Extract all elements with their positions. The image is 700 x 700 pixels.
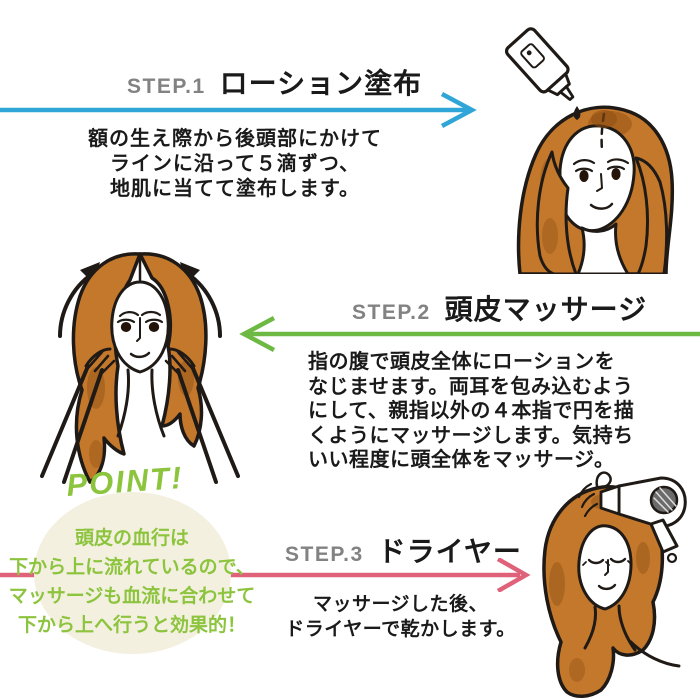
- face: [558, 124, 636, 233]
- point-text: 頭皮の血行は 下から上に流れているので、 マッサージも血流に合わせて 下から上へ…: [8, 524, 256, 640]
- face: [577, 524, 633, 611]
- step2-heading: STEP.2 頭皮マッサージ: [352, 288, 647, 328]
- step2-desc-line: 指の腹で頭皮全体にローションを: [308, 351, 616, 373]
- woman-with-hair-dryer-illustration: [542, 471, 687, 698]
- neck: [576, 222, 630, 274]
- air-lines: [577, 482, 599, 518]
- step2-label: STEP.2: [352, 301, 431, 324]
- step1-label: STEP.1: [127, 75, 206, 98]
- step1-desc-line: ラインに沿って５滴ずつ、: [109, 153, 361, 175]
- lotion-drop: [573, 106, 581, 120]
- point-line: マッサージも血流に合わせて: [8, 586, 256, 607]
- step2-desc-line: いい程度に頭全体をマッサージ。: [308, 449, 615, 471]
- woman-applying-lotion-illustration: [504, 27, 675, 274]
- step2-desc-line: なじませます。両耳を包み込むよう: [308, 375, 634, 398]
- step3-desc-line: ドライヤーで乾かします。: [285, 619, 516, 640]
- step3-description: マッサージした後、 ドライヤーで乾かします。: [283, 592, 518, 642]
- step3-title: ドライヤー: [377, 536, 522, 567]
- hair-dryer: [599, 476, 687, 564]
- lotion-bottle: [504, 27, 575, 101]
- step1-heading: STEP.1 ローション塗布: [127, 62, 422, 102]
- step2-title: 頭皮マッサージ: [444, 294, 648, 325]
- hair-strands: [535, 150, 669, 274]
- step3-label: STEP.3: [285, 543, 364, 566]
- step3-desc-line: マッサージした後、: [312, 594, 489, 615]
- neck: [583, 604, 681, 668]
- woman-massaging-scalp-illustration: [40, 252, 240, 484]
- step1-description: 額の生え際から後頭部にかけて ラインに沿って５滴ずつ、 地肌に当てて塗布します。: [62, 127, 408, 202]
- arm-left: [40, 347, 116, 484]
- step2-arrow-left: [239, 316, 700, 352]
- step2-description: 指の腹で頭皮全体にローションを なじませます。両耳を包み込むよう にして、親指以…: [308, 350, 698, 473]
- point-line: 下から上に流れているので、: [9, 557, 255, 578]
- wet-spot: [591, 110, 617, 128]
- facial-features: [582, 557, 632, 591]
- step2-desc-line: にして、親指以外の４本指で円を描: [308, 400, 635, 422]
- hair-curl: [595, 471, 612, 489]
- step2-desc-line: くようにマッサージします。気持ち: [308, 424, 634, 447]
- arm-right: [164, 347, 240, 484]
- step3-heading: STEP.3 ドライヤー: [285, 530, 522, 570]
- step1-desc-line: 額の生え際から後頭部にかけて: [88, 128, 382, 150]
- point-line: 下から上へ行うと効果的！: [17, 615, 246, 636]
- step1-desc-line: 地肌に当てて塗布します。: [110, 178, 360, 200]
- facial-features: [572, 158, 630, 210]
- step1-arrow-right: [0, 92, 477, 128]
- step1-title: ローション塗布: [219, 68, 423, 99]
- neck: [116, 368, 166, 438]
- point-line: 頭皮の血行は: [74, 528, 189, 549]
- facial-features: [116, 310, 164, 359]
- point-bubble: [34, 492, 231, 654]
